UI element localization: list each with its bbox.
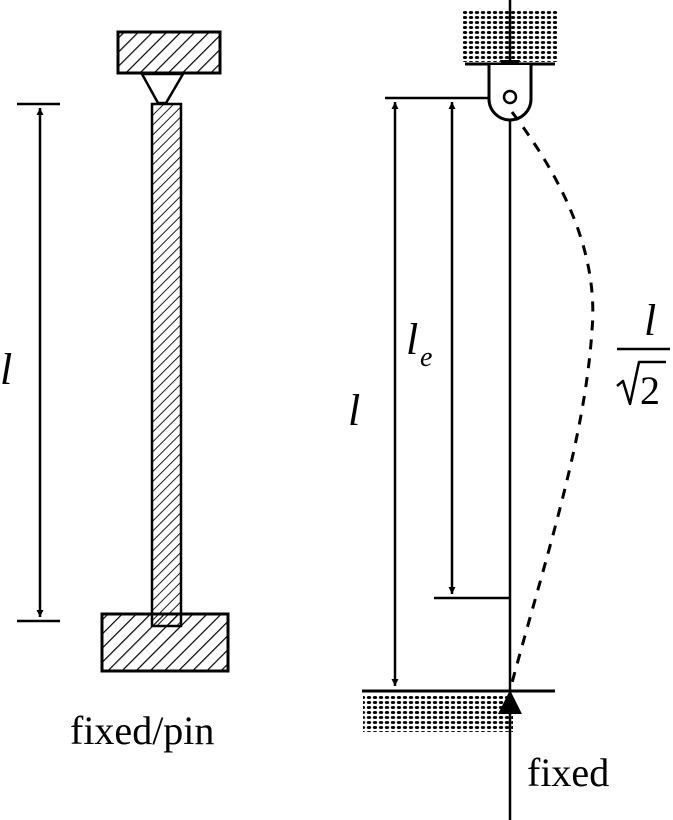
left-caption: fixed/pin	[70, 708, 214, 753]
right-effective-length-label: l	[406, 315, 418, 364]
right-effective-length-subscript: e	[420, 342, 432, 373]
right-caption: fixed	[527, 750, 609, 795]
right-buckled-shape	[508, 111, 595, 691]
right-column-group: l l e l 2 fixed	[348, 0, 670, 820]
right-bottom-reaction-arrowhead	[498, 690, 522, 714]
right-top-support-dots	[463, 10, 557, 62]
left-length-label: l	[0, 345, 12, 394]
left-column-bar	[150, 102, 183, 628]
fraction-denominator: 2	[640, 368, 660, 413]
right-bottom-support-dots	[363, 694, 513, 732]
right-length-label: l	[348, 386, 360, 435]
left-bottom-fixed-block	[100, 612, 230, 673]
sqrt-sign	[616, 360, 666, 406]
left-pin-triangle	[140, 72, 185, 105]
left-top-pin-block	[116, 30, 222, 75]
left-column-group: l fixed/pin	[0, 30, 230, 753]
fraction-numerator: l	[644, 296, 656, 345]
right-pin-circle	[502, 89, 518, 105]
